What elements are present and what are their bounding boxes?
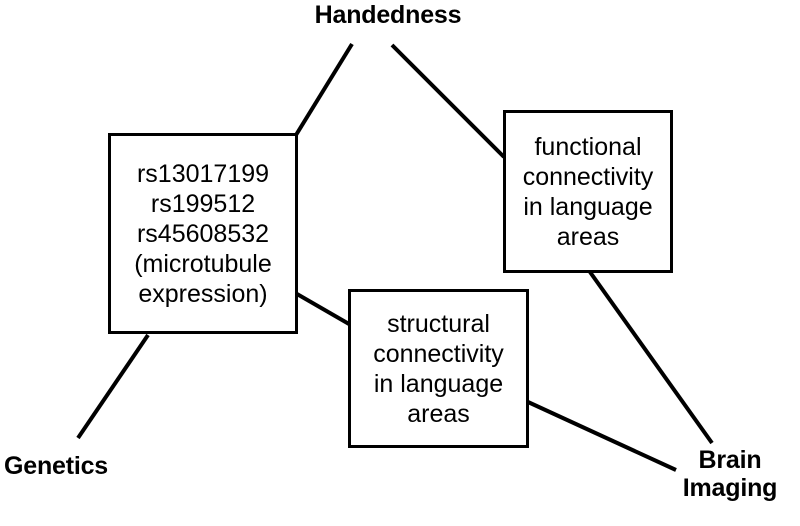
box-functional-connectivity-text: functional connectivity in language area… [522,132,654,251]
edge-functional-connectivity-to-brain-imaging [588,270,714,445]
box-genetic-markers: rs13017199 rs199512 rs45608532 (microtub… [108,133,298,334]
edge-handedness-to-genetic-markers [294,42,354,137]
edge-structural-connectivity-to-brain-imaging [527,400,677,472]
edge-handedness-to-functional-connectivity [390,43,506,159]
box-structural-connectivity-text: structural connectivity in language area… [373,309,504,428]
box-functional-connectivity: functional connectivity in language area… [503,110,673,273]
box-structural-connectivity: structural connectivity in language area… [348,289,529,448]
node-label-handedness: Handedness [314,1,462,29]
box-genetic-markers-text: rs13017199 rs199512 rs45608532 (microtub… [134,159,272,308]
edge-genetic-markers-to-structural-connectivity [296,292,350,326]
node-label-brain-imaging: Brain Imaging [682,446,778,502]
edge-genetic-markers-to-genetics [76,333,150,440]
node-label-genetics: Genetics [4,452,109,480]
